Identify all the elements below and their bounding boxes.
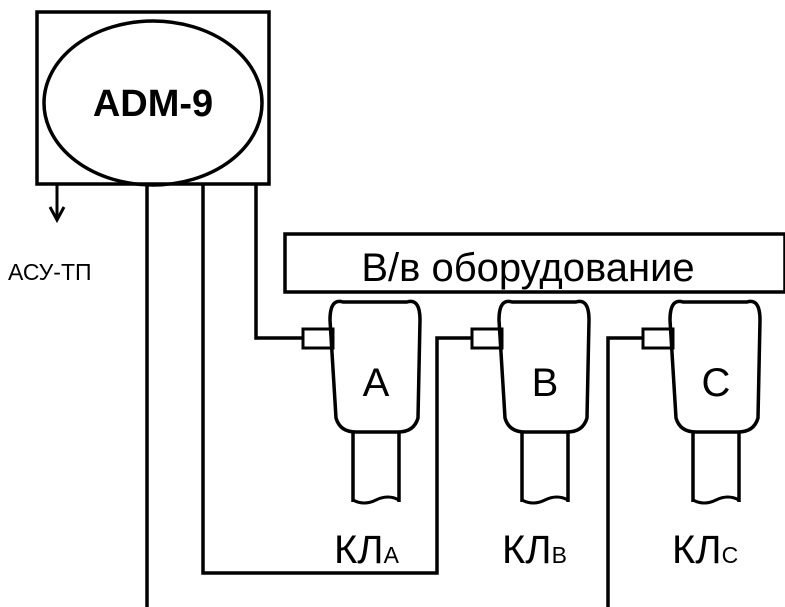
sensor-b	[470, 327, 504, 350]
wire-phase-c	[606, 336, 643, 607]
adm9-label: ADM-9	[93, 83, 213, 125]
phase-label-c: C	[702, 361, 731, 405]
adm9-device: ADM-9	[35, 10, 271, 187]
cable-sub-b: B	[552, 542, 567, 568]
cable-main-b: КЛ	[502, 528, 552, 572]
output-label: АСУ-ТП	[8, 259, 92, 285]
bushing-a: A	[301, 299, 422, 505]
cable-sub-c: C	[722, 542, 739, 568]
adm9-oval	[42, 19, 264, 187]
cable-label-a: КЛA	[334, 528, 400, 572]
phase-label-b: B	[532, 361, 559, 405]
wire-phase-a	[254, 184, 303, 340]
sensor-c	[641, 327, 675, 350]
cable-sub-a: A	[384, 542, 400, 568]
output-arrow	[48, 184, 66, 224]
equipment-box	[283, 232, 785, 294]
wires	[145, 184, 643, 607]
cable-label-b: КЛB	[502, 528, 567, 572]
cable-main-c: КЛ	[672, 528, 722, 572]
phase-label-a: A	[363, 361, 390, 405]
equipment-label: В/в оборудование	[361, 246, 694, 290]
bushing-c: C	[641, 299, 762, 505]
cable-label-c: КЛC	[672, 528, 738, 572]
bushing-b: B	[470, 299, 591, 505]
sensor-a	[301, 327, 335, 350]
equipment-bar: В/в оборудование	[283, 232, 785, 294]
wire-phase-b	[201, 184, 472, 575]
cable-main-a: КЛ	[334, 528, 384, 572]
